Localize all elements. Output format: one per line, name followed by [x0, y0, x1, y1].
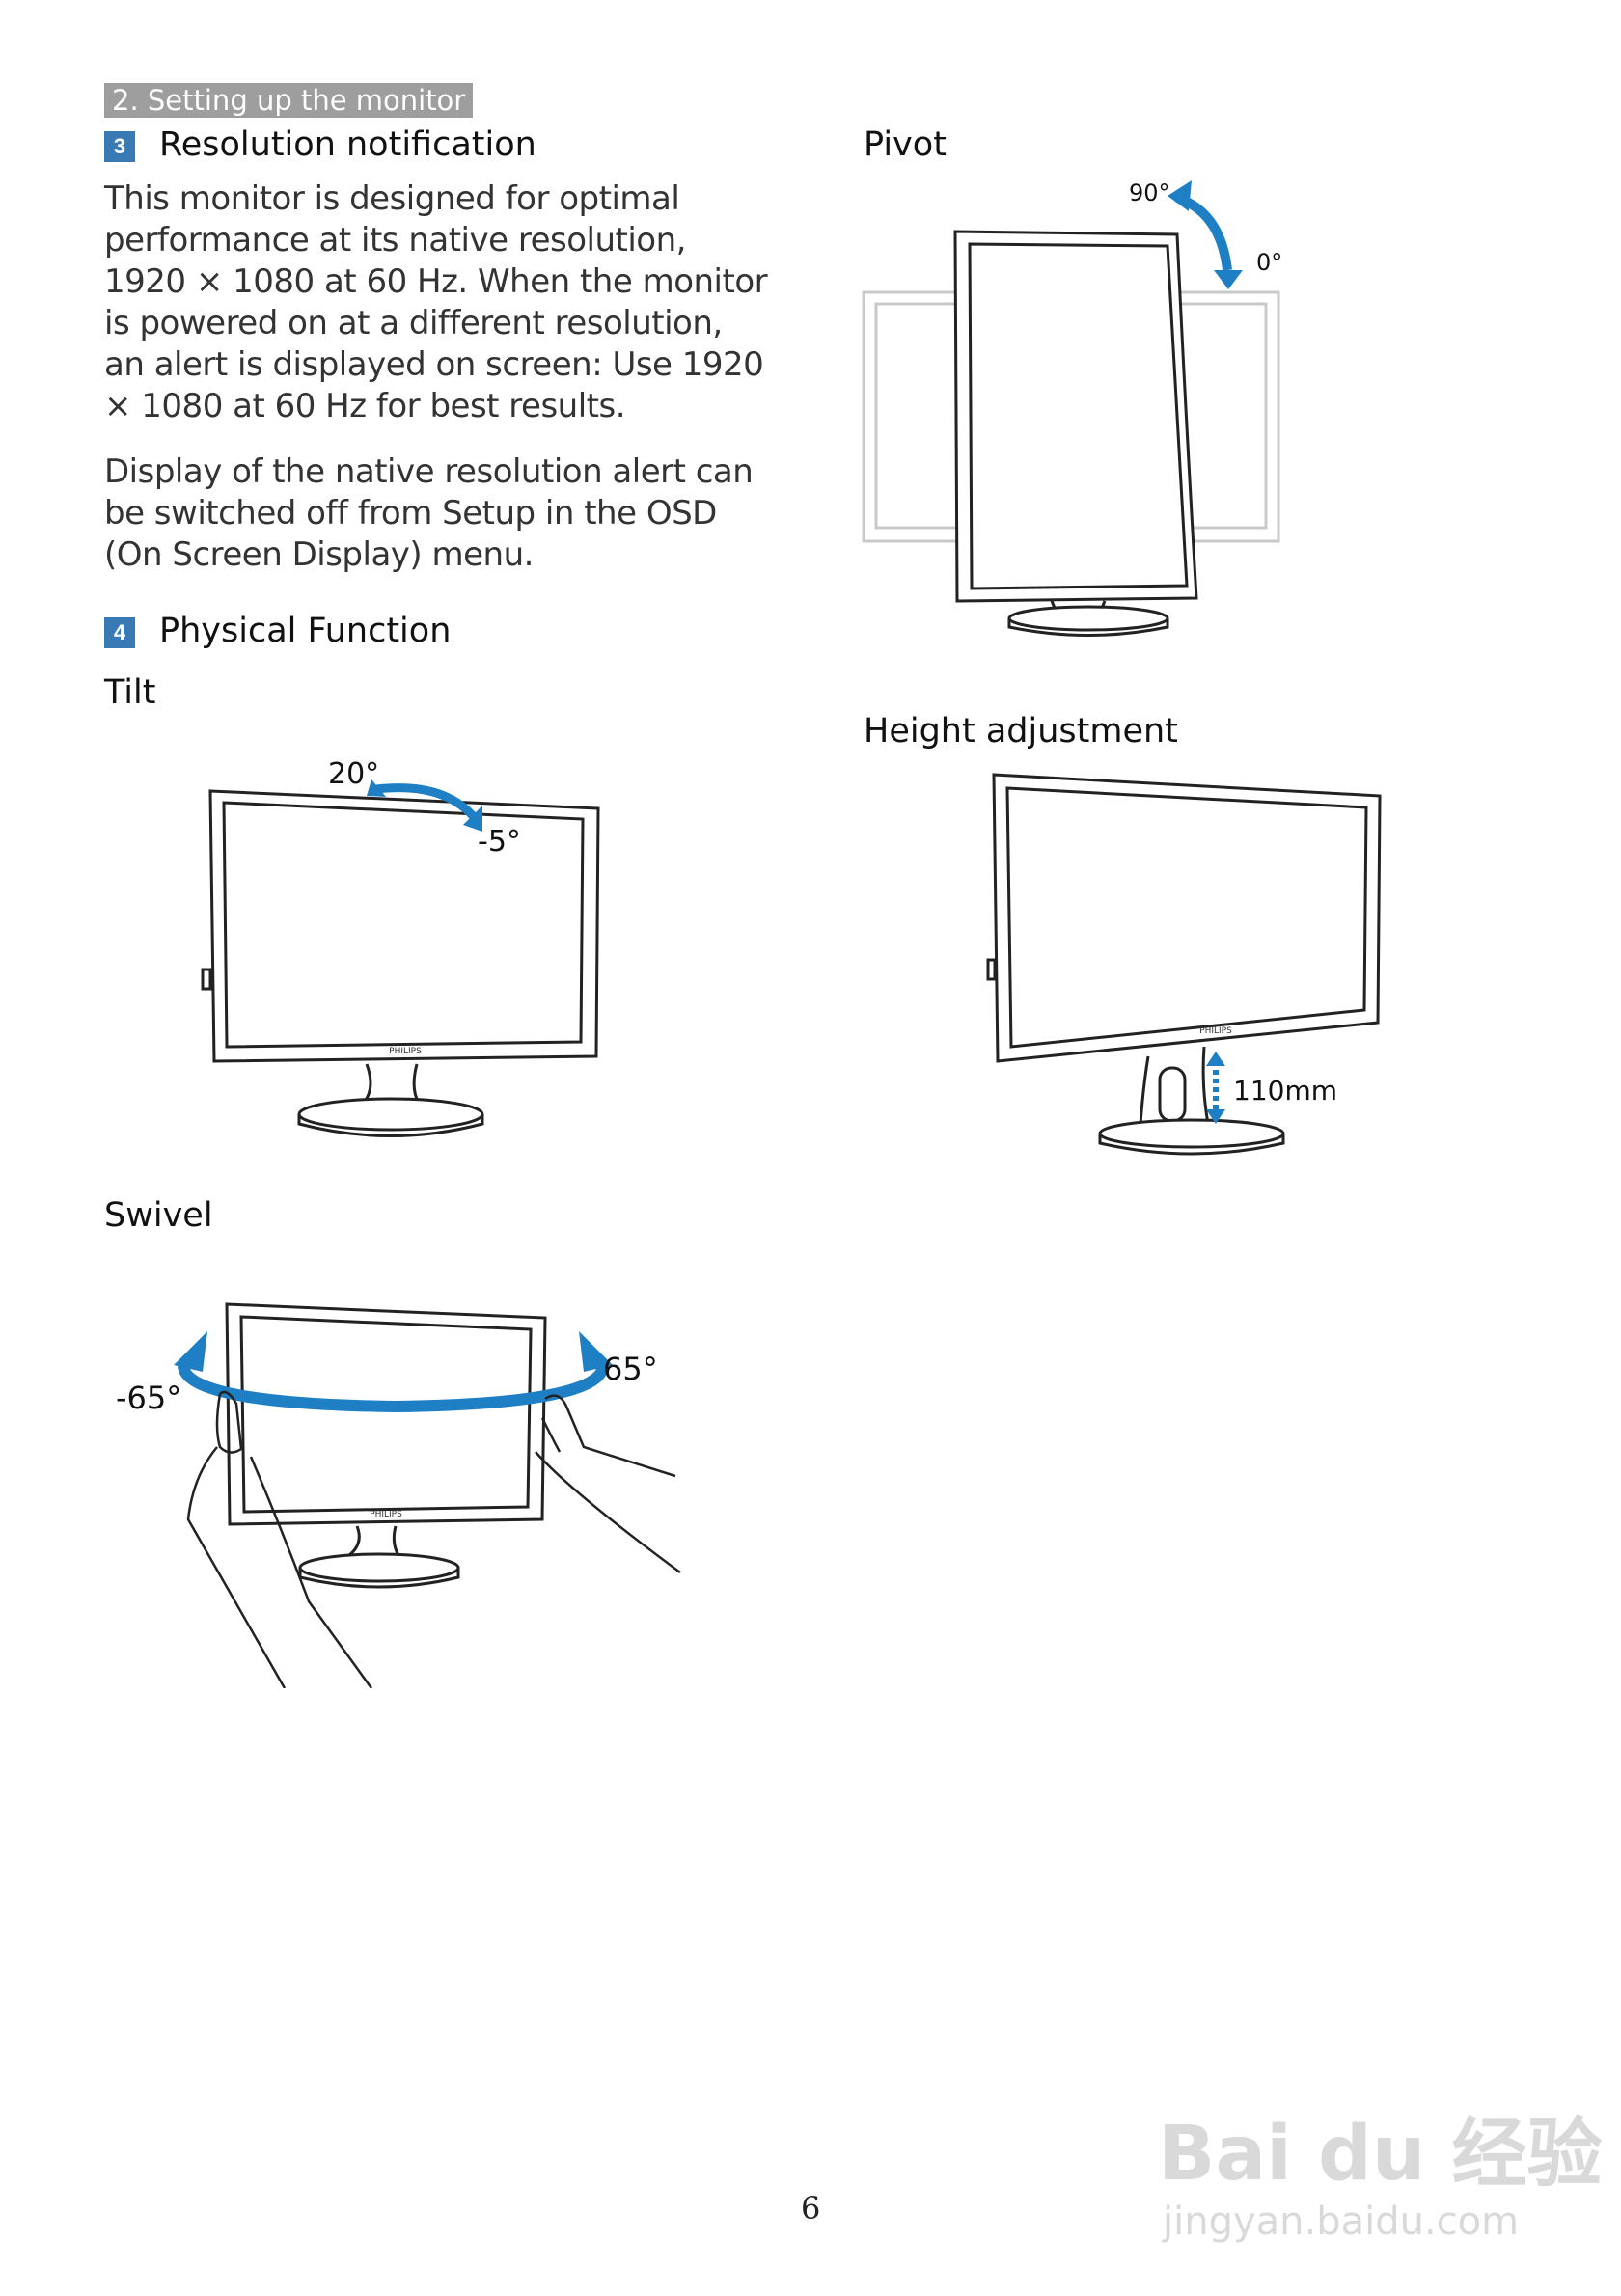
brand-logo: PHILIPS	[389, 1047, 422, 1056]
section-tag: 2. Setting up the monitor	[104, 83, 474, 118]
brand-logo: PHILIPS	[370, 1510, 402, 1519]
swivel-angle-right: 65°	[603, 1351, 658, 1387]
watermark-logo: Bai du 经验	[1158, 2111, 1603, 2198]
resolution-paragraph-2: Display of the native resolution alert c…	[104, 452, 754, 574]
height-adjustment-label: Height adjustment	[864, 712, 1178, 751]
swivel-label: Swivel	[104, 1196, 213, 1235]
section-number-badge: 4	[104, 617, 135, 648]
tilt-label: Tilt	[104, 673, 156, 712]
swivel-angle-left: -65°	[116, 1380, 181, 1416]
physical-function-heading: Physical Function	[159, 612, 452, 650]
watermark-url: jingyan.baidu.com	[1163, 2200, 1520, 2244]
brand-logo: PHILIPS	[1199, 1026, 1232, 1036]
pivot-label: Pivot	[864, 125, 947, 164]
tilt-angle-up: 20°	[328, 757, 379, 791]
tilt-figure: PHILIPS 20° -5°	[201, 757, 600, 1137]
height-adjustment-value: 110mm	[1233, 1075, 1337, 1107]
pivot-angle-bottom: 0°	[1256, 249, 1282, 276]
swivel-figure: PHILIPS -65° 65°	[116, 1302, 681, 1688]
page-number: 6	[801, 2190, 821, 2227]
resolution-heading: Resolution notification	[159, 125, 536, 164]
section-number-badge: 3	[104, 131, 135, 162]
pivot-angle-top: 90°	[1129, 179, 1170, 206]
height-adjustment-figure: PHILIPS 110mm	[986, 773, 1382, 1156]
pivot-figure: 90° 0°	[862, 179, 1282, 637]
tilt-angle-down: -5°	[478, 825, 521, 859]
resolution-paragraph-1: This monitor is designed for optimal per…	[104, 179, 768, 425]
